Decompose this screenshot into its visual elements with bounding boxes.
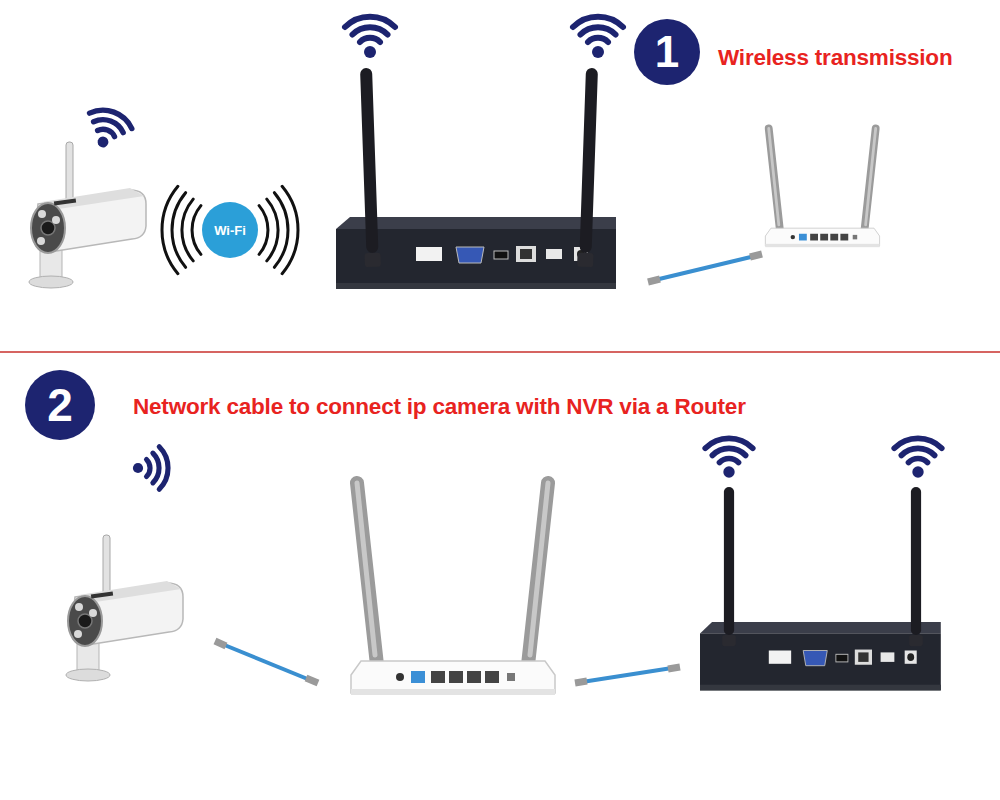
node-text: Wi-Fi <box>214 223 246 238</box>
step-number-circle: 1 <box>634 19 700 85</box>
wifi-badge: Wi-Fi <box>202 202 258 258</box>
section-heading: Network cable to connect ip camera with … <box>133 394 746 420</box>
step-number-circle: 2 <box>25 370 95 440</box>
node-text: 2 <box>47 378 73 432</box>
section-heading: Wireless transmission <box>718 45 952 71</box>
node-text: 1 <box>655 27 679 77</box>
